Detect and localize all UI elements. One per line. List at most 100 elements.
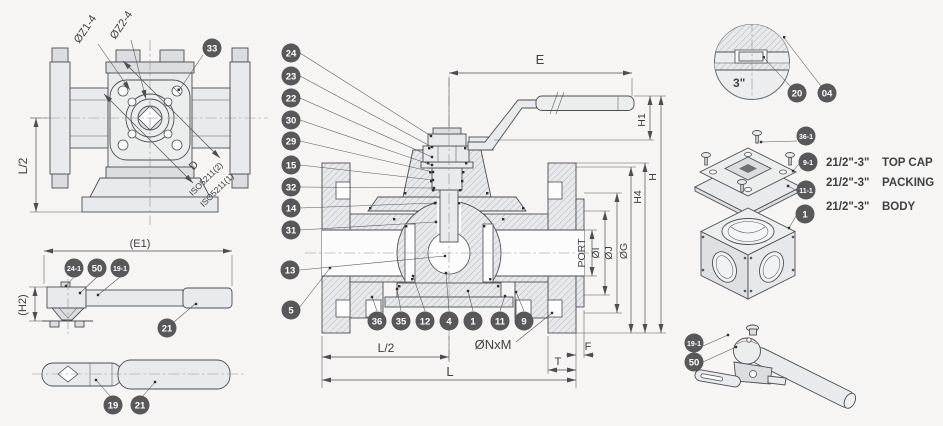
view-handle-top: 19 21 bbox=[32, 359, 246, 415]
lock-nut bbox=[427, 133, 467, 147]
dim-e1: (E1) bbox=[130, 238, 151, 250]
dim-z1: ØZ1-4 bbox=[72, 13, 99, 46]
handle-bar-top bbox=[41, 362, 123, 387]
part-name-packing: PACKING bbox=[882, 177, 934, 189]
iso-hole bbox=[127, 97, 137, 107]
svg-text:5: 5 bbox=[288, 305, 294, 316]
stem-cap bbox=[432, 127, 462, 135]
callout-12: 12 bbox=[415, 311, 435, 331]
callout-30: 30 bbox=[281, 110, 301, 130]
view-seat-detail: 3" 20 04 bbox=[714, 24, 837, 103]
svg-text:9: 9 bbox=[521, 316, 526, 327]
svg-text:32: 32 bbox=[286, 182, 297, 193]
callout-4: 4 bbox=[439, 311, 459, 331]
callout-24-1: 24-1 bbox=[64, 258, 84, 278]
svg-text:20: 20 bbox=[792, 88, 803, 99]
dim-og: ØG bbox=[618, 243, 630, 259]
svg-text:15: 15 bbox=[286, 160, 297, 171]
dim-port: PORT bbox=[576, 238, 588, 268]
svg-text:4: 4 bbox=[446, 316, 452, 327]
iso-hole bbox=[163, 97, 173, 107]
callout-11-1: 11-1 bbox=[796, 180, 816, 200]
svg-text:04: 04 bbox=[822, 88, 833, 99]
callout-35: 35 bbox=[391, 311, 411, 331]
bolt-hole bbox=[117, 85, 129, 97]
iso-hole bbox=[163, 129, 173, 139]
dim-h2: (H2) bbox=[17, 294, 29, 315]
svg-text:19-1: 19-1 bbox=[687, 341, 701, 348]
dimensions: E L/2 L T F ØNxM bbox=[321, 52, 666, 388]
callout-20: 20 bbox=[787, 83, 807, 103]
bracket-arm bbox=[694, 369, 741, 388]
callout-1: 1 bbox=[463, 311, 483, 331]
svg-text:21: 21 bbox=[162, 323, 173, 334]
callout-50b: 50 bbox=[684, 352, 704, 372]
leader-lines bbox=[298, 52, 525, 312]
svg-text:13: 13 bbox=[285, 265, 296, 276]
svg-text:21: 21 bbox=[135, 400, 146, 411]
handle-hub-block bbox=[46, 286, 87, 309]
hub-bolt-shaft bbox=[749, 328, 757, 336]
dim-f: F bbox=[585, 341, 592, 353]
dim-h: H bbox=[647, 173, 659, 181]
callout-9-1: 9-1 bbox=[798, 152, 818, 172]
callout-22: 22 bbox=[281, 88, 301, 108]
callout-29: 29 bbox=[281, 131, 301, 151]
callout-1b: 1 bbox=[795, 204, 815, 224]
svg-text:14: 14 bbox=[286, 203, 297, 214]
svg-text:24-1: 24-1 bbox=[67, 266, 81, 273]
view-main-section: 24 23 22 30 29 15 32 14 31 13 5 36 35 12… bbox=[280, 43, 666, 388]
part-name-body: BODY bbox=[882, 201, 916, 213]
flange-bolt-slot bbox=[335, 299, 351, 318]
cap-hole bbox=[744, 187, 752, 192]
part-size-topcap: 21/2"-3" bbox=[826, 157, 870, 169]
svg-text:50: 50 bbox=[92, 263, 103, 274]
handle-grip-top bbox=[117, 359, 231, 390]
handle-grip-section bbox=[535, 95, 635, 111]
dim-l: L bbox=[446, 364, 453, 379]
svg-text:23: 23 bbox=[286, 71, 297, 82]
svg-text:50: 50 bbox=[689, 357, 700, 368]
flange-ear bbox=[51, 47, 69, 63]
view-handle-side: (E1) (H2) 24-1 50 19-1 21 bbox=[17, 238, 233, 338]
handle-tube bbox=[751, 347, 857, 409]
handle-hub bbox=[733, 337, 761, 365]
packing-gland bbox=[431, 167, 463, 191]
flange-ear bbox=[231, 47, 249, 63]
detail-size-label: 3" bbox=[733, 76, 745, 90]
dim-t: T bbox=[555, 356, 562, 368]
dim-e: E bbox=[536, 52, 545, 67]
svg-text:24: 24 bbox=[286, 48, 297, 59]
flange-ear bbox=[231, 173, 249, 189]
svg-text:36-1: 36-1 bbox=[799, 134, 813, 141]
pad-foot bbox=[74, 320, 85, 328]
cap-bolts bbox=[701, 130, 795, 193]
callout-14: 14 bbox=[281, 198, 301, 218]
svg-text:35: 35 bbox=[396, 316, 407, 327]
svg-text:11-1: 11-1 bbox=[799, 188, 813, 195]
svg-text:31: 31 bbox=[286, 225, 297, 236]
callout-36: 36 bbox=[367, 311, 387, 331]
callout-33: 33 bbox=[202, 38, 222, 58]
cap-hole bbox=[779, 169, 787, 175]
cap-hole bbox=[709, 169, 717, 175]
seal-dots bbox=[369, 147, 525, 288]
view-handle-assembly: 19-1 50 bbox=[684, 324, 857, 409]
svg-text:29: 29 bbox=[286, 136, 297, 147]
dim-onxm: ØNxM bbox=[475, 337, 512, 352]
handle-bar bbox=[85, 289, 184, 307]
svg-text:33: 33 bbox=[207, 43, 218, 54]
svg-text:1: 1 bbox=[470, 316, 476, 327]
part-name-topcap: TOP CAP bbox=[882, 157, 933, 169]
callout-15: 15 bbox=[281, 155, 301, 175]
view-exploded: 36-1 9-1 11-1 1 21/2"-3" TOP CAP 21/2"-3… bbox=[694, 126, 934, 300]
callout-11: 11 bbox=[490, 311, 510, 331]
part-size-body: 21/2"-3" bbox=[826, 201, 870, 213]
stem-square-hole bbox=[739, 164, 757, 173]
dim-l2-top: L/2 bbox=[16, 157, 30, 174]
bolt bbox=[159, 49, 185, 63]
body-left-port bbox=[712, 251, 737, 283]
svg-text:22: 22 bbox=[286, 93, 297, 104]
